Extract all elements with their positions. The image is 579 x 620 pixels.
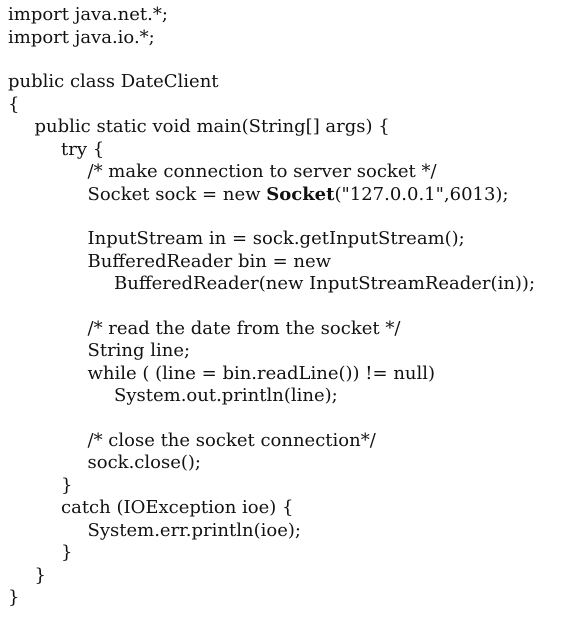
code-line: Socket sock = new Socket("127.0.0.1",601… bbox=[8, 184, 576, 207]
code-line bbox=[8, 296, 576, 318]
code-keyword-bold: Socket bbox=[266, 183, 335, 205]
code-line: } bbox=[8, 587, 576, 610]
code-text: sock.close(); bbox=[87, 452, 201, 473]
code-line: } bbox=[8, 475, 576, 498]
code-line: { bbox=[8, 94, 576, 117]
code-text: public static void main(String[] args) { bbox=[34, 116, 390, 137]
code-text: String line; bbox=[87, 340, 191, 361]
code-text: public class DateClient bbox=[8, 71, 219, 92]
code-text: { bbox=[8, 93, 20, 115]
code-line: while ( (line = bin.readLine()) != null) bbox=[8, 363, 576, 386]
code-text: BufferedReader bin = new bbox=[87, 250, 332, 272]
code-text: System.out.println(line); bbox=[114, 385, 338, 406]
code-line: String line; bbox=[8, 340, 576, 363]
code-line: BufferedReader bin = new bbox=[8, 251, 576, 274]
code-text: /* make connection to server socket */ bbox=[87, 161, 437, 182]
code-text: Socket sock = new bbox=[87, 183, 267, 205]
code-text: import java.net.*; bbox=[8, 4, 168, 25]
code-line: } bbox=[8, 565, 576, 588]
code-text: /* close the socket connection*/ bbox=[87, 429, 376, 451]
code-text: ("127.0.0.1",6013); bbox=[334, 183, 509, 205]
code-line: catch (IOException ioe) { bbox=[8, 497, 576, 520]
code-line bbox=[8, 206, 576, 228]
code-line bbox=[8, 49, 576, 71]
code-text: /* read the date from the socket */ bbox=[87, 317, 401, 339]
code-text: try { bbox=[61, 138, 105, 160]
code-line: InputStream in = sock.getInputStream(); bbox=[8, 228, 576, 251]
code-listing: import java.net.*;import java.io.*; publi… bbox=[8, 4, 576, 610]
code-text: } bbox=[8, 587, 20, 608]
code-line: import java.net.*; bbox=[8, 4, 576, 27]
code-line: System.err.println(ioe); bbox=[8, 520, 576, 543]
code-line: /* close the socket connection*/ bbox=[8, 430, 576, 453]
code-text: import java.io.*; bbox=[8, 26, 155, 48]
code-text: } bbox=[34, 564, 46, 586]
code-line: /* make connection to server socket */ bbox=[8, 161, 576, 184]
code-text: while ( (line = bin.readLine()) != null) bbox=[87, 362, 436, 384]
code-text: System.err.println(ioe); bbox=[87, 519, 301, 541]
code-line: BufferedReader(new InputStreamReader(in)… bbox=[8, 273, 576, 296]
code-line: sock.close(); bbox=[8, 452, 576, 475]
code-text: BufferedReader(new InputStreamReader(in)… bbox=[114, 273, 536, 294]
code-line: } bbox=[8, 542, 576, 565]
code-line bbox=[8, 408, 576, 430]
code-line: /* read the date from the socket */ bbox=[8, 318, 576, 341]
code-text: InputStream in = sock.getInputStream(); bbox=[87, 228, 465, 249]
code-line: try { bbox=[8, 139, 576, 162]
code-text: catch (IOException ioe) { bbox=[61, 497, 294, 518]
code-line: System.out.println(line); bbox=[8, 385, 576, 408]
code-line: public class DateClient bbox=[8, 71, 576, 94]
code-text: } bbox=[61, 542, 73, 563]
code-line: import java.io.*; bbox=[8, 27, 576, 50]
code-text: } bbox=[61, 474, 73, 496]
code-line: public static void main(String[] args) { bbox=[8, 116, 576, 139]
